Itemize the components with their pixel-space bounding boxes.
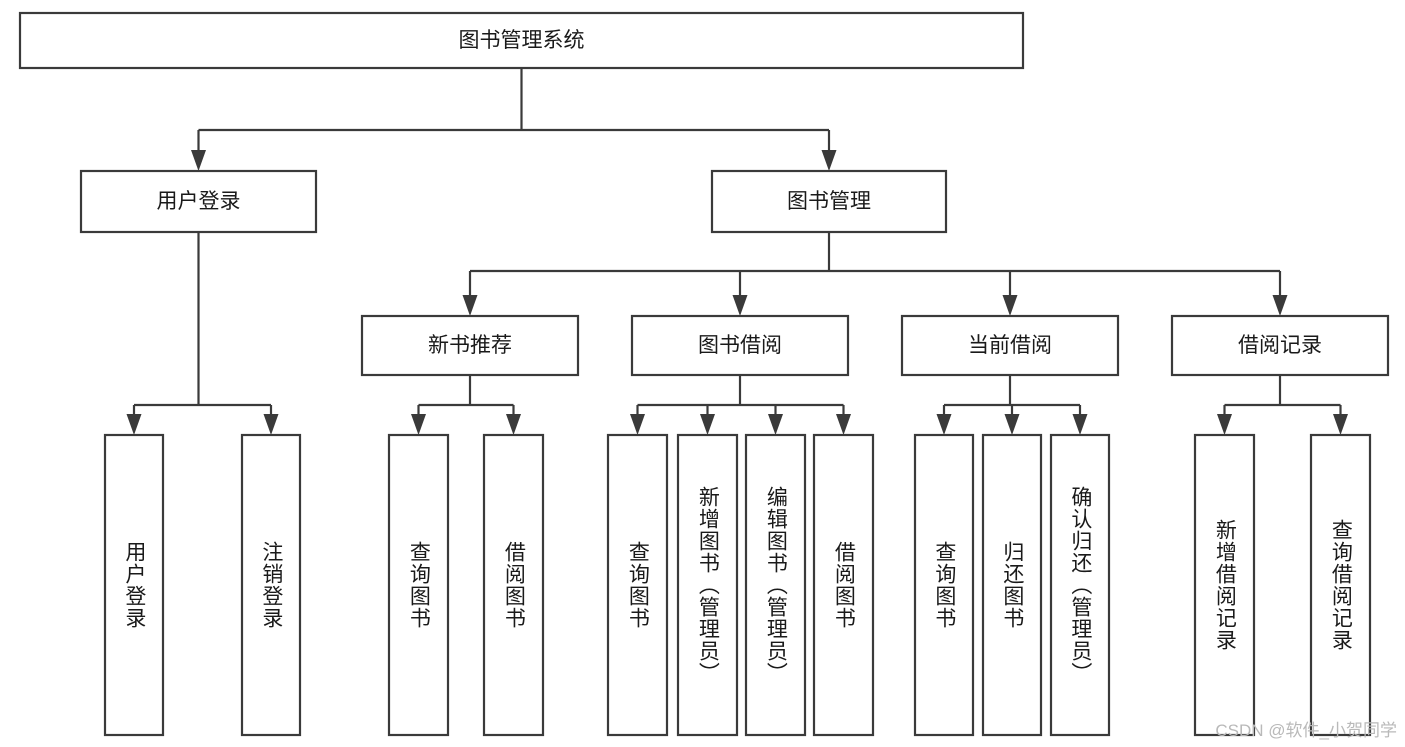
arrow-head-icon: [768, 414, 783, 435]
node-leaf-user-login[interactable]: [103, 433, 165, 737]
arrow-head-icon: [1002, 295, 1018, 316]
arrow-head-icon: [700, 414, 715, 435]
arrow-head-icon: [630, 414, 645, 435]
arrow-head-icon: [462, 295, 478, 316]
node-leaf-add-book[interactable]: [676, 433, 739, 737]
arrow-head-icon: [411, 414, 426, 435]
arrow-head-icon: [263, 414, 279, 435]
arrow-head-icon: [191, 150, 206, 171]
node-book-manage[interactable]: [710, 169, 948, 234]
node-root[interactable]: [18, 11, 1025, 70]
node-borrow-record[interactable]: [1170, 314, 1390, 377]
node-leaf-edit-book[interactable]: [744, 433, 807, 737]
watermark-text: CSDN @软件_小贺同学: [1215, 721, 1397, 740]
node-leaf-borrow-book-1[interactable]: [482, 433, 545, 737]
node-new-book-rec[interactable]: [360, 314, 580, 377]
node-label-borrow-record: 借阅记录: [1238, 334, 1322, 357]
arrow-head-icon: [1004, 414, 1020, 435]
node-leaf-borrow-book-2[interactable]: [812, 433, 875, 737]
node-leaf-query-book-3[interactable]: [913, 433, 975, 737]
arrow-head-icon: [1072, 414, 1088, 435]
node-label-new-book-rec: 新书推荐: [428, 334, 512, 357]
node-current-borrow[interactable]: [900, 314, 1120, 377]
arrow-head-icon: [836, 414, 851, 435]
arrow-head-icon: [506, 414, 521, 435]
node-leaf-query-record[interactable]: [1309, 433, 1372, 737]
arrow-head-icon: [1217, 414, 1232, 435]
node-leaf-query-book-1[interactable]: [387, 433, 450, 737]
node-book-borrow[interactable]: [630, 314, 850, 377]
node-label-book-borrow: 图书借阅: [698, 334, 782, 357]
node-leaf-query-book-2[interactable]: [606, 433, 669, 737]
connector-lines: [126, 68, 1348, 435]
arrow-head-icon: [1333, 414, 1348, 435]
node-leaf-return-book[interactable]: [981, 433, 1043, 737]
node-label-current-borrow: 当前借阅: [968, 334, 1052, 357]
arrow-head-icon: [1272, 295, 1288, 316]
arrow-head-icon: [821, 150, 837, 171]
node-label-book-manage: 图书管理: [787, 190, 871, 213]
node-leaf-add-record[interactable]: [1193, 433, 1256, 737]
node-label-user-login: 用户登录: [157, 190, 241, 213]
node-label-root: 图书管理系统: [459, 29, 585, 52]
node-user-login[interactable]: [79, 169, 318, 234]
arrow-head-icon: [936, 414, 952, 435]
arrow-head-icon: [126, 414, 142, 435]
arrow-head-icon: [732, 295, 748, 316]
node-leaf-confirm-return[interactable]: [1049, 433, 1111, 737]
node-leaf-logout[interactable]: [240, 433, 302, 737]
node-boxes: [18, 11, 1390, 737]
